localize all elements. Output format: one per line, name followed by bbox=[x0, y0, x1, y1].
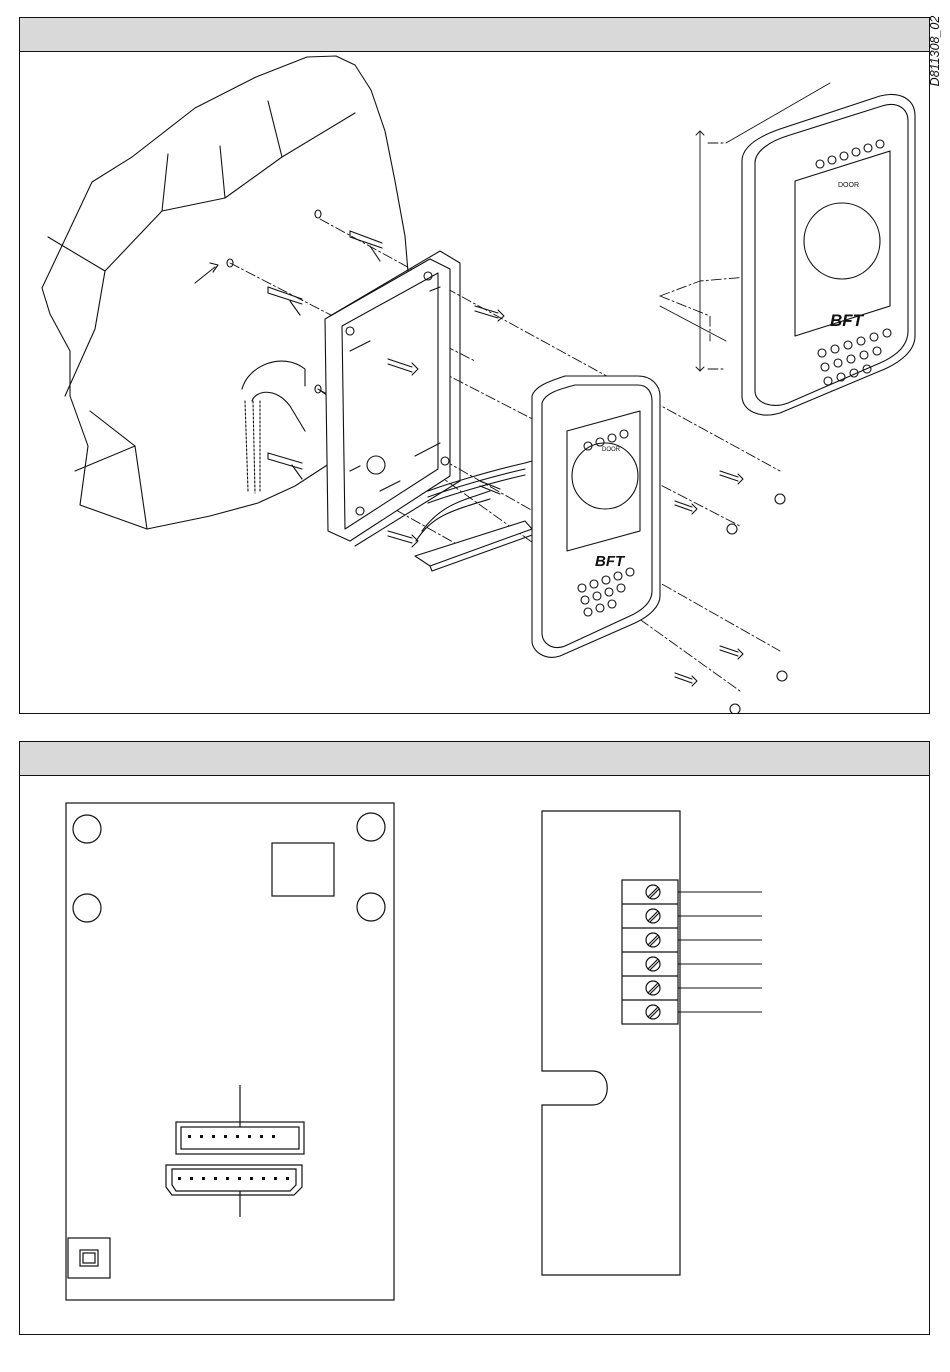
figure-panel-wiring bbox=[19, 741, 930, 1335]
terminal-board bbox=[542, 811, 762, 1275]
cover-screws-and-caps bbox=[675, 471, 787, 713]
lower-connector bbox=[166, 1165, 302, 1217]
exploded-assembly-drawing: DOOR BFT bbox=[20, 51, 929, 713]
bft-logo-right: BFT bbox=[830, 311, 865, 330]
door-label-middle: DOOR bbox=[602, 447, 621, 453]
figure-panel-assembly: DOOR BFT bbox=[19, 17, 930, 714]
bft-logo-middle: BFT bbox=[595, 553, 626, 570]
mount-hole-top-left bbox=[73, 815, 101, 843]
front-cover-middle: DOOR BFT bbox=[532, 376, 660, 657]
upper-connector bbox=[176, 1085, 304, 1154]
figure-header-bar-2 bbox=[20, 742, 929, 776]
board-chip bbox=[272, 843, 334, 896]
figure-header-bar bbox=[20, 18, 929, 52]
assembled-device: DOOR BFT bbox=[742, 95, 915, 415]
terminal-wires bbox=[678, 892, 762, 1012]
board-wiring-drawing bbox=[20, 775, 929, 1334]
mount-hole-mid-left bbox=[73, 894, 101, 922]
mount-hole-top-right bbox=[357, 813, 385, 841]
circuit-board bbox=[66, 803, 394, 1300]
connector-pins bbox=[178, 1135, 289, 1180]
door-label-right: DOOR bbox=[838, 182, 859, 189]
mount-hole-mid-right bbox=[357, 893, 385, 921]
